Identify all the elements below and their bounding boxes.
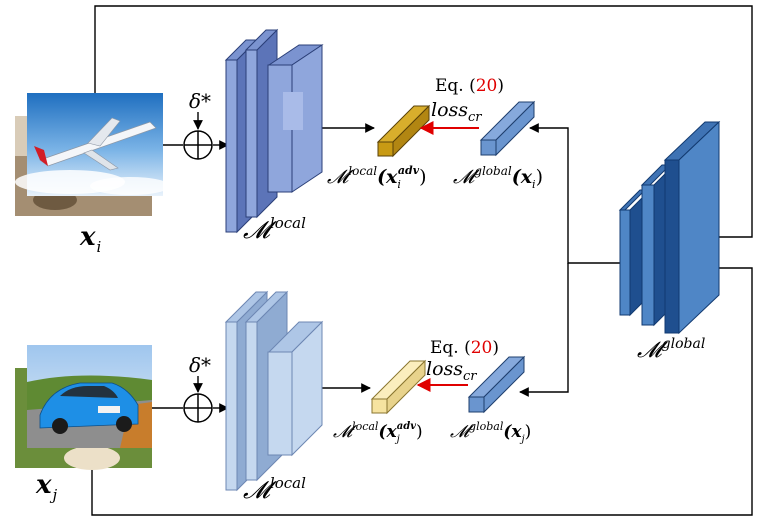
delta-top: δ* — [189, 89, 211, 113]
local-model-bottom — [224, 290, 324, 492]
label-local-bottom: 𝓜local — [243, 474, 306, 504]
label-global: 𝓜global — [637, 336, 705, 363]
feature-local-adv-top — [376, 104, 431, 158]
car-icon — [39, 382, 139, 434]
feat-local-adv-top-label: 𝓜local(xiadv) — [327, 164, 427, 191]
global-split-line — [529, 123, 625, 264]
feature-global-top — [479, 100, 536, 157]
oplus-bottom — [183, 393, 213, 423]
airplane-icon — [34, 117, 157, 171]
oplus-top — [183, 130, 213, 160]
label-xi: xi — [79, 222, 102, 256]
delta-bottom: δ* — [189, 353, 211, 377]
feat-global-top-label: 𝓜global(xi) — [453, 164, 543, 191]
input-image-xj — [15, 345, 152, 470]
global-model — [618, 120, 721, 335]
local-model-top — [224, 28, 324, 234]
eq-ref-bottom: Eq. (20) — [430, 338, 499, 358]
label-xj: xj — [35, 470, 58, 504]
feat-local-adv-bottom-label: 𝓜local(xjadv) — [333, 420, 423, 445]
input-image-xi — [15, 93, 170, 216]
bottom-loop-line — [91, 263, 753, 516]
eq-ref-top: Eq. (20) — [435, 76, 504, 96]
top-loop-line — [94, 5, 753, 242]
feature-global-bottom — [467, 355, 526, 414]
loss-label-top: losscr — [431, 99, 482, 125]
feat-global-bottom-label: 𝓜global(xj) — [450, 420, 531, 445]
global-split-line-lower — [519, 263, 569, 397]
loss-label-bottom: losscr — [426, 358, 477, 384]
label-local-top: 𝓜local — [243, 214, 306, 244]
feature-local-adv-bottom — [370, 359, 427, 415]
